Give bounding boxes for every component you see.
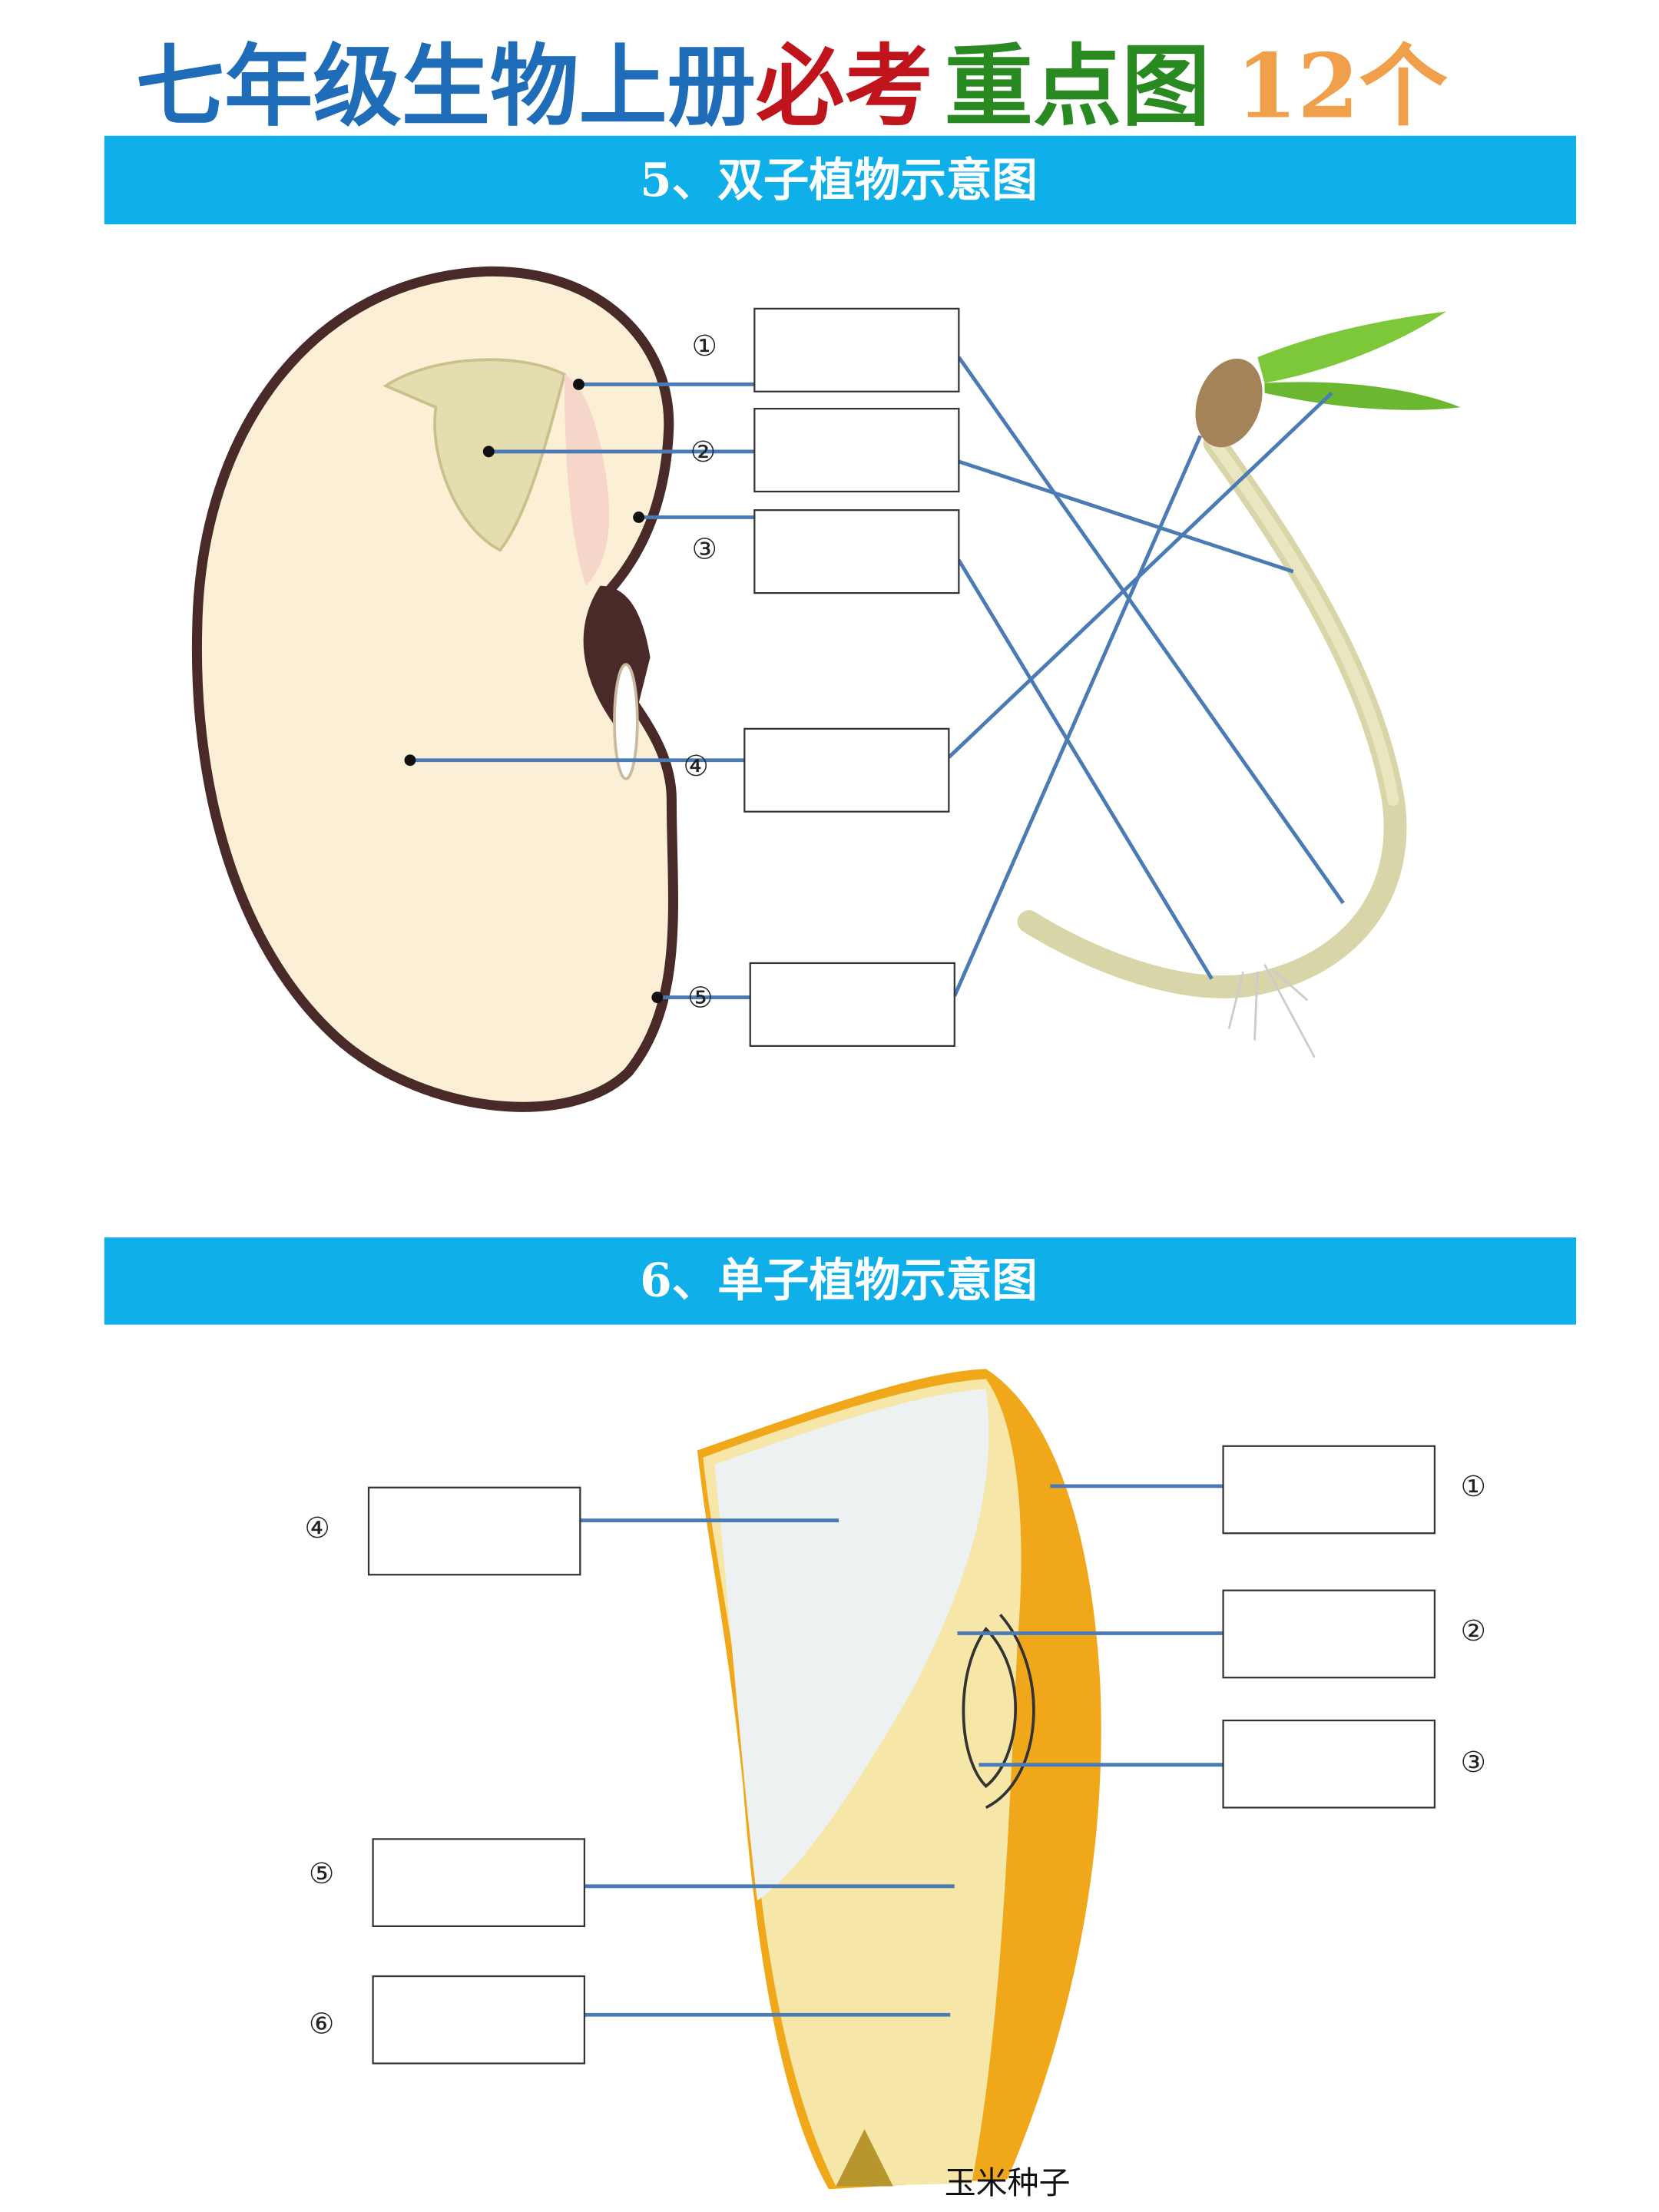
section5-label-3: ③ (692, 531, 717, 565)
section6-label-6: ⑥ (309, 2006, 334, 2040)
bean-seed-illustration (191, 266, 678, 1112)
corn-seed-caption: 玉米种子 (945, 2164, 1071, 2201)
section6-label-4: ④ (304, 1511, 329, 1545)
section6-leader-lines (580, 1484, 1224, 2017)
title-part-1: 七年级生物上册 (136, 35, 756, 139)
section5-answer-box-4[interactable] (743, 727, 950, 813)
section6-label-1: ① (1460, 1469, 1485, 1503)
section5-label-5: ⑤ (687, 981, 713, 1015)
section6-answer-box-6[interactable] (372, 1975, 586, 2065)
section6-label-5: ⑤ (309, 1856, 334, 1890)
section6-answer-box-5[interactable] (372, 1838, 586, 1928)
corn-seed-illustration (697, 1369, 1101, 2190)
section5-answer-box-1[interactable] (753, 307, 960, 392)
section5-heading: 5、双子植物示意图 (640, 154, 1038, 207)
section6-banner (104, 1237, 1577, 1325)
section6-answer-box-3[interactable] (1222, 1719, 1436, 1809)
title-part-3: 重点图 (945, 35, 1210, 139)
section6-label-2: ② (1460, 1614, 1485, 1647)
section6-label-3: ③ (1460, 1745, 1485, 1779)
section5-answer-box-2[interactable] (753, 407, 960, 493)
section5-banner (104, 135, 1577, 225)
section5-label-1: ① (692, 329, 717, 363)
section5-label-2: ② (690, 435, 716, 469)
section5-leader-lines (404, 356, 1345, 1004)
section5-answer-box-5[interactable] (749, 962, 955, 1047)
section6-heading: 6、单子植物示意图 (640, 1253, 1038, 1307)
bean-seedling-illustration (1017, 311, 1461, 1058)
title-part-4: 12个 (1236, 35, 1448, 139)
title-part-2: 必考 (756, 35, 933, 139)
section5-answer-box-3[interactable] (753, 509, 960, 594)
section6-answer-box-1[interactable] (1222, 1445, 1436, 1535)
section6-answer-box-2[interactable] (1222, 1589, 1436, 1679)
section6-answer-box-4[interactable] (367, 1486, 581, 1576)
section5-label-4: ④ (683, 749, 708, 783)
